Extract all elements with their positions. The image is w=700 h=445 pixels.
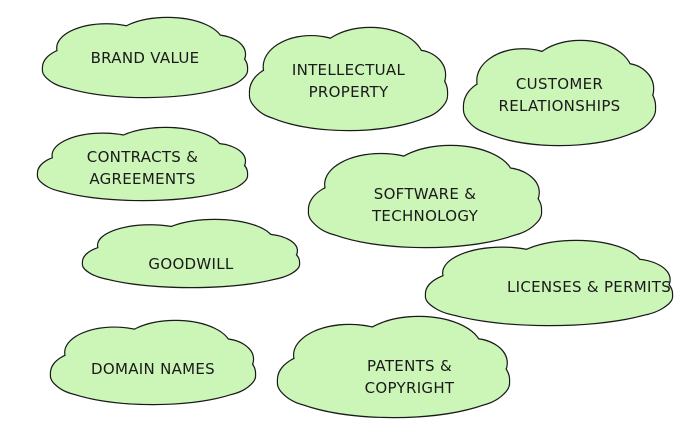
cloud-software-technology: SOFTWARE & TECHNOLOGY bbox=[306, 143, 544, 250]
cloud-fill-lobe-5 bbox=[191, 339, 253, 380]
cloud-fill bbox=[250, 28, 447, 130]
cloud-fill bbox=[38, 128, 247, 200]
cloud-patents-copyright: PATENTS & COPYRIGHT bbox=[275, 314, 512, 420]
cloud-fill-lobe-5 bbox=[437, 339, 507, 387]
cloud-fill bbox=[309, 146, 541, 247]
cloud-fill bbox=[83, 220, 299, 287]
cloud-fill bbox=[51, 321, 256, 404]
cloud-contracts-agreements: CONTRACTS & AGREEMENTS bbox=[35, 125, 250, 203]
cloud-intellectual-property: INTELLECTUAL PROPERTY bbox=[247, 25, 450, 133]
cloud-fill bbox=[426, 241, 672, 325]
cloud-fill bbox=[464, 41, 655, 145]
cloud-fill-lobe-5 bbox=[182, 143, 245, 179]
cloud-fill-lobe-5 bbox=[595, 63, 654, 114]
cloud-brand-value: BRAND VALUE bbox=[40, 15, 250, 100]
cloud-domain-names: DOMAIN NAMES bbox=[48, 318, 258, 407]
cloud-customer-relationships: CUSTOMER RELATIONSHIPS bbox=[461, 38, 658, 148]
cloud-fill bbox=[278, 317, 509, 417]
cloud-fill-lobe-5 bbox=[469, 168, 539, 217]
cloud-fill-lobe-5 bbox=[385, 50, 446, 100]
cloud-fill-lobe-5 bbox=[595, 259, 670, 300]
cloud-fill bbox=[43, 18, 248, 97]
cloud-fill-lobe-5 bbox=[183, 35, 245, 74]
cloud-fill-lobe-5 bbox=[232, 234, 297, 267]
cloud-goodwill: GOODWILL bbox=[80, 217, 302, 290]
